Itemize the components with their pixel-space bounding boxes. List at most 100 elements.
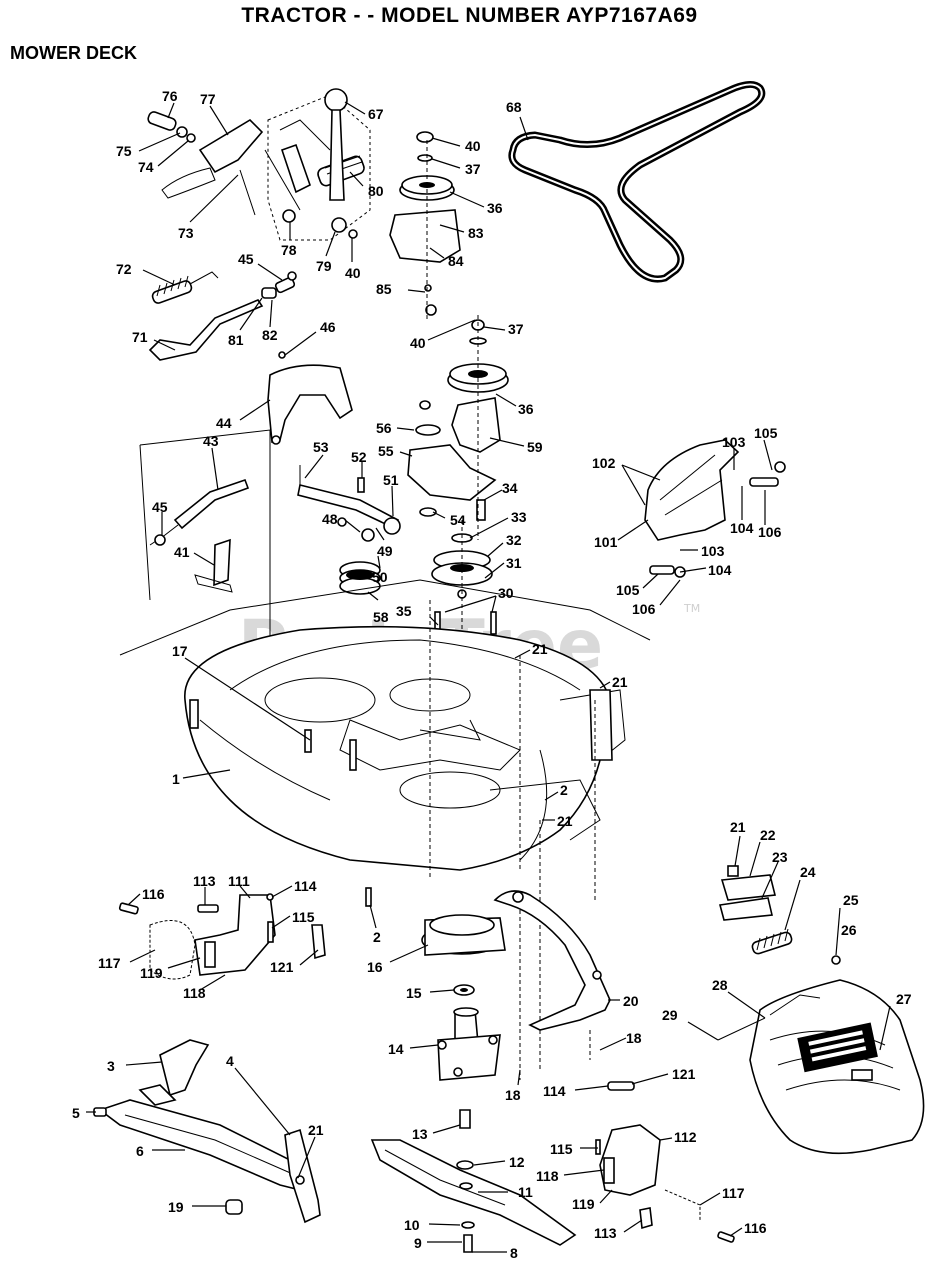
callout-45: 45 xyxy=(238,251,254,267)
callout-84: 84 xyxy=(448,253,464,269)
callout-4: 4 xyxy=(226,1053,234,1069)
spindle-assembly xyxy=(421,914,506,1170)
leader-lines xyxy=(86,101,891,1253)
callout-50: 50 xyxy=(372,569,388,585)
callout-117: 117 xyxy=(98,955,121,971)
lift-handle-assembly xyxy=(147,88,371,241)
callout-32: 32 xyxy=(506,532,522,548)
callout-28: 28 xyxy=(712,977,728,993)
callout-113: 113 xyxy=(193,873,216,889)
callout-49: 49 xyxy=(377,543,393,559)
callout-9: 9 xyxy=(414,1235,422,1251)
callout-105: 105 xyxy=(616,582,640,598)
callout-77: 77 xyxy=(200,91,216,107)
callout-67: 67 xyxy=(368,106,384,122)
callout-72: 72 xyxy=(116,261,132,277)
baffle-bracket-right xyxy=(595,1081,735,1243)
callout-40: 40 xyxy=(345,265,361,281)
callout-59: 59 xyxy=(527,439,543,455)
callout-36: 36 xyxy=(487,200,503,216)
idler-pulley-stack-top xyxy=(389,131,461,320)
callout-2: 2 xyxy=(560,782,568,798)
callout-12: 12 xyxy=(509,1154,525,1170)
callout-31: 31 xyxy=(506,555,522,571)
callout-112: 112 xyxy=(674,1129,697,1145)
callout-8: 8 xyxy=(510,1245,518,1261)
callout-121: 121 xyxy=(672,1066,696,1082)
callout-118: 118 xyxy=(536,1168,559,1184)
callout-116: 116 xyxy=(142,886,165,902)
lift-link-parts xyxy=(148,271,437,361)
callout-80: 80 xyxy=(368,183,384,199)
watermark-trademark: TM xyxy=(683,602,700,615)
tension-spring-assembly xyxy=(718,865,841,965)
callout-114: 114 xyxy=(294,878,317,894)
callout-104: 104 xyxy=(730,520,754,536)
callout-43: 43 xyxy=(203,433,219,449)
callout-74: 74 xyxy=(138,159,154,175)
callout-58: 58 xyxy=(373,609,389,625)
callout-37: 37 xyxy=(508,321,524,337)
callout-79: 79 xyxy=(316,258,332,274)
belt-guard-part-101 xyxy=(644,439,786,578)
callout-103: 103 xyxy=(701,543,725,559)
callout-104: 104 xyxy=(708,562,732,578)
callout-73: 73 xyxy=(178,225,194,241)
callout-25: 25 xyxy=(843,892,859,908)
callout-24: 24 xyxy=(800,864,816,880)
callout-53: 53 xyxy=(313,439,329,455)
callout-75: 75 xyxy=(116,143,132,159)
callout-52: 52 xyxy=(351,449,367,465)
callout-10: 10 xyxy=(404,1217,420,1233)
callout-78: 78 xyxy=(281,242,297,258)
callout-118: 118 xyxy=(183,985,206,1001)
idler-pulley-stack-middle xyxy=(407,315,509,540)
mower-blade-part-11 xyxy=(370,1139,577,1253)
idler-arm-linkage xyxy=(297,465,401,542)
callout-21: 21 xyxy=(532,641,548,657)
callout-106: 106 xyxy=(632,601,656,617)
front-lift-arms xyxy=(139,429,271,640)
callout-35: 35 xyxy=(396,603,412,619)
callout-48: 48 xyxy=(322,511,338,527)
callout-36: 36 xyxy=(518,401,534,417)
callout-18: 18 xyxy=(505,1087,521,1103)
baffle-bracket-left xyxy=(118,887,372,980)
callout-37: 37 xyxy=(465,161,481,177)
callout-15: 15 xyxy=(406,985,422,1001)
front-hanger-arms xyxy=(93,1039,321,1224)
part-shapes xyxy=(93,81,925,1253)
callout-55: 55 xyxy=(378,443,394,459)
callout-119: 119 xyxy=(140,965,163,981)
callout-3: 3 xyxy=(107,1058,115,1074)
callout-103: 103 xyxy=(722,434,746,450)
callout-20: 20 xyxy=(623,993,639,1009)
mower-deck-shell-part-1 xyxy=(119,579,651,1070)
callout-6: 6 xyxy=(136,1143,144,1159)
section-title: MOWER DECK xyxy=(10,43,137,63)
callout-18: 18 xyxy=(626,1030,642,1046)
callout-21: 21 xyxy=(730,819,746,835)
callout-114: 114 xyxy=(543,1083,566,1099)
callout-44: 44 xyxy=(216,415,232,431)
callout-labels: 76 77 67 75 74 73 78 79 40 80 40 37 36 8… xyxy=(72,88,912,1261)
callout-101: 101 xyxy=(594,534,618,550)
callout-29: 29 xyxy=(662,1007,678,1023)
callout-82: 82 xyxy=(262,327,278,343)
callout-19: 19 xyxy=(168,1199,184,1215)
callout-115: 115 xyxy=(550,1141,573,1157)
callout-113: 113 xyxy=(594,1225,617,1241)
callout-11: 11 xyxy=(518,1184,533,1200)
callout-121: 121 xyxy=(270,959,294,975)
callout-81: 81 xyxy=(228,332,244,348)
callout-102: 102 xyxy=(592,455,616,471)
callout-106: 106 xyxy=(758,524,782,540)
callout-40: 40 xyxy=(410,335,426,351)
callout-41: 41 xyxy=(174,544,190,560)
callout-5: 5 xyxy=(72,1105,80,1121)
callout-26: 26 xyxy=(841,922,857,938)
drive-belt-part-68 xyxy=(508,81,766,283)
discharge-chute-part-27 xyxy=(717,979,925,1155)
callout-116: 116 xyxy=(744,1220,767,1236)
